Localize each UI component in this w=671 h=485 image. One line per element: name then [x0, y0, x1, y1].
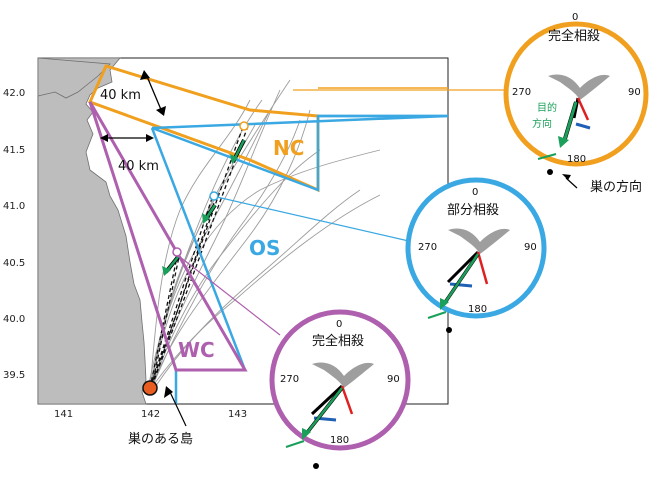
- map-panel: 40 km 40 km NC OS WC 42.0 41.5 41.0 40.5…: [3, 57, 449, 447]
- lat-tick-42-0: 42.0: [3, 88, 25, 99]
- compass-os: 0 90 180 270 部分相殺: [405, 177, 547, 333]
- os-compass-title: 部分相殺: [447, 203, 499, 218]
- distance-indicators: [100, 70, 166, 142]
- nest-label-pointer: [169, 391, 187, 427]
- wc-bird-silhouette: [312, 362, 374, 388]
- lat-tick-41-5: 41.5: [3, 145, 25, 156]
- nc-deg-90: 90: [628, 87, 641, 98]
- os-deg-180: 180: [468, 304, 487, 315]
- nc-legend-line2: 方向: [532, 117, 552, 130]
- wc-compass-title: 完全相殺: [312, 333, 364, 349]
- lat-tick-39-5: 39.5: [3, 370, 25, 381]
- nc-deg-270: 270: [512, 87, 531, 98]
- lon-ticks: 141 142 143: [54, 409, 247, 420]
- wc-deg-180: 180: [330, 435, 349, 446]
- lon-tick-141: 141: [54, 409, 73, 420]
- compass-nc: 0 90 180 270 完全相殺 目的 方向 巣の方向: [503, 12, 649, 195]
- lon-tick-142: 142: [141, 409, 160, 420]
- os-deg-90: 90: [524, 242, 537, 253]
- nest-direction-label: 巣の方向: [590, 179, 642, 195]
- lon-tick-143: 143: [228, 409, 247, 420]
- wc-deg-90: 90: [387, 374, 400, 385]
- map-green-arrows: [162, 139, 246, 276]
- nest-label-pointer-head: [164, 386, 173, 398]
- wc-marker: [172, 247, 182, 257]
- dashed-routes: [149, 123, 249, 389]
- lat-ticks: 42.0 41.5 41.0 40.5 40.0 39.5: [3, 88, 25, 381]
- nc-marker: [239, 121, 249, 131]
- lat-tick-41-0: 41.0: [3, 201, 25, 212]
- os-marker: [209, 191, 219, 201]
- distance-label-1: 40 km: [100, 88, 141, 103]
- nest-island-label: 巣のある島: [128, 432, 193, 447]
- os-bird-silhouette: [448, 228, 510, 254]
- wc-deg-0: 0: [336, 319, 342, 330]
- nc-deg-180: 180: [567, 154, 586, 165]
- compass-connectors: [179, 89, 510, 336]
- zone-wc-outline: [88, 101, 248, 372]
- zone-label-nc: NC: [273, 136, 304, 160]
- nc-deg-0: 0: [572, 12, 578, 23]
- lat-tick-40-5: 40.5: [3, 258, 25, 269]
- os-deg-0: 0: [472, 187, 478, 198]
- nc-legend-line1: 目的: [537, 101, 557, 114]
- compass-wc: 0 90 180 270 完全相殺: [269, 309, 411, 469]
- nc-compass-title: 完全相殺: [548, 28, 600, 44]
- distance-label-2: 40 km: [118, 159, 159, 174]
- nc-bird-silhouette: [548, 74, 610, 100]
- wc-deg-270: 270: [280, 374, 299, 385]
- lat-tick-40-0: 40.0: [3, 314, 25, 325]
- os-deg-270: 270: [418, 242, 437, 253]
- zone-label-wc: WC: [178, 338, 215, 362]
- nest-island-marker: [142, 380, 158, 396]
- zone-label-os: OS: [249, 236, 280, 260]
